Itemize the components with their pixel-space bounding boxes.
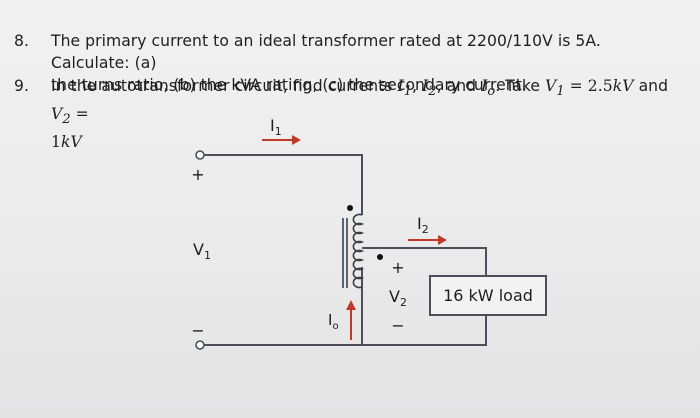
i2-arrowhead: [438, 235, 447, 245]
question-number: 9.: [14, 77, 29, 95]
load-box: [429, 275, 547, 316]
polarity-dot: [377, 254, 383, 260]
terminal-bottom: [195, 340, 205, 350]
v2-label: V2: [389, 287, 407, 309]
top-wire: [204, 154, 363, 215]
terminal-top: [195, 150, 205, 160]
polarity-dot: [347, 205, 353, 211]
var-v1: V1: [545, 77, 565, 100]
var-io: Io: [481, 77, 496, 100]
v1-label: V1: [193, 240, 211, 262]
winding-coil: [352, 213, 365, 289]
v1-minus: −: [191, 321, 204, 340]
var-i2: I2: [422, 77, 437, 100]
question-line: In the autotransformer circuit, find cur…: [51, 77, 669, 128]
question-line: 1kV: [51, 133, 82, 152]
tap-wire: [362, 247, 487, 276]
load-label: 16 kW load: [443, 286, 533, 305]
i1-label: I1: [270, 116, 282, 138]
question-number: 8.: [14, 32, 29, 50]
i1-arrowhead: [292, 135, 301, 145]
var-i1: I1: [397, 77, 413, 100]
io-arrowhead: [346, 300, 356, 310]
v2-plus: +: [391, 258, 404, 277]
var-v2: V2: [51, 105, 71, 128]
question-line: the turns ratio, (b) the kVA rating, (c)…: [51, 76, 527, 94]
bottom-wire: [204, 315, 487, 346]
question-text: The primary current to an ideal transfor…: [51, 30, 681, 96]
i2-label: I2: [417, 214, 429, 236]
v1-plus: +: [191, 165, 204, 184]
io-label: Io: [328, 311, 339, 332]
question-text: In the autotransformer circuit, find cur…: [51, 75, 681, 153]
v2-minus: −: [391, 316, 404, 335]
question-line: The primary current to an ideal transfor…: [51, 32, 601, 72]
